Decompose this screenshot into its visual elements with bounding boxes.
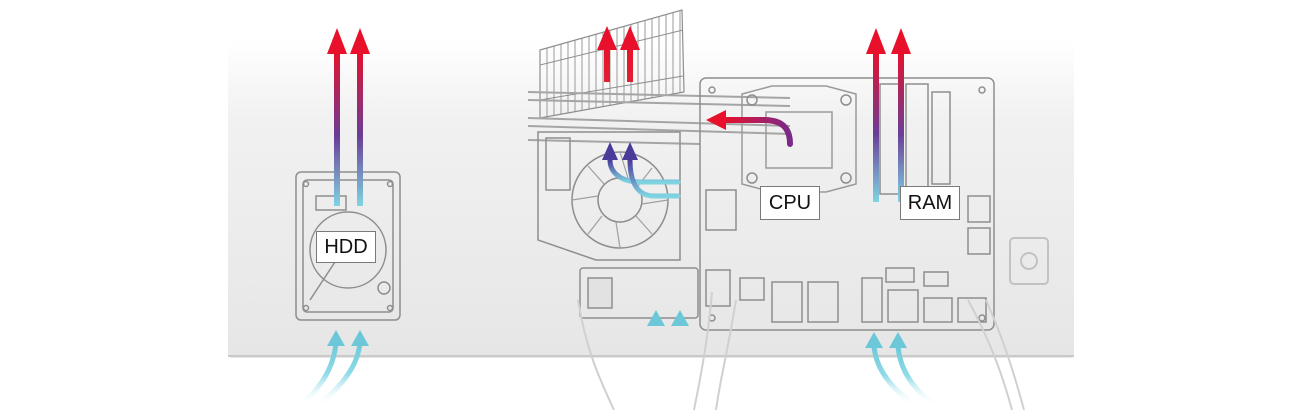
motherboard [699,77,995,331]
right-intake-arrowhead-right [889,332,907,348]
ram-exhaust-arrow-right [898,50,904,202]
cables [577,291,1025,410]
hdd-exhaust-arrow-left [334,50,340,206]
cpu-heat-arrow-body [721,117,793,147]
center-intake-arrowhead-right [671,310,689,326]
heatsink-exhaust-arrowhead-left [597,26,617,50]
ssd-module [579,267,699,319]
center-intake-arrowhead-left [647,310,665,326]
exhaust-arrows [327,26,911,206]
hdd-intake-arrow-left [297,339,339,409]
hdd-intake-arrow-right [315,339,363,409]
cpu-label: CPU [760,186,820,220]
hdd-exhaust-arrow-right [357,50,363,206]
hdd-intake-arrowhead-left [327,330,345,346]
heat-pipes [527,91,791,145]
ram-exhaust-arrowhead-left [866,28,886,54]
heatsink [539,9,685,119]
hdd-label: HDD [316,231,376,263]
cpu-heat-arrow [706,110,793,147]
heatsink-exhaust-arrow-right [627,46,633,82]
fan-flow-arrow-right [627,157,681,199]
fan-airflow-arrows [602,142,681,199]
hdd-exhaust-arrowhead-right [350,28,370,54]
fan-flow-arrowhead-right [622,142,638,160]
right-intake-arrow-right [895,343,939,409]
right-intake-arrow-left [871,343,919,409]
cpu-heat-arrowhead [706,110,726,130]
fan-flow-arrowhead-left [602,142,618,160]
ram-exhaust-arrowhead-right [891,28,911,54]
heatsink-exhaust-arrow-left [604,46,610,82]
right-intake-arrowhead-left [865,332,883,348]
heatsink-exhaust-arrowhead-right [620,26,640,50]
fan-flow-arrow-left [607,157,681,185]
ram-label: RAM [900,186,960,220]
hdd-exhaust-arrowhead-left [327,28,347,54]
intake-arrows [297,310,939,409]
ram-exhaust-arrow-left [873,50,879,202]
hdd-intake-arrowhead-right [351,330,369,346]
